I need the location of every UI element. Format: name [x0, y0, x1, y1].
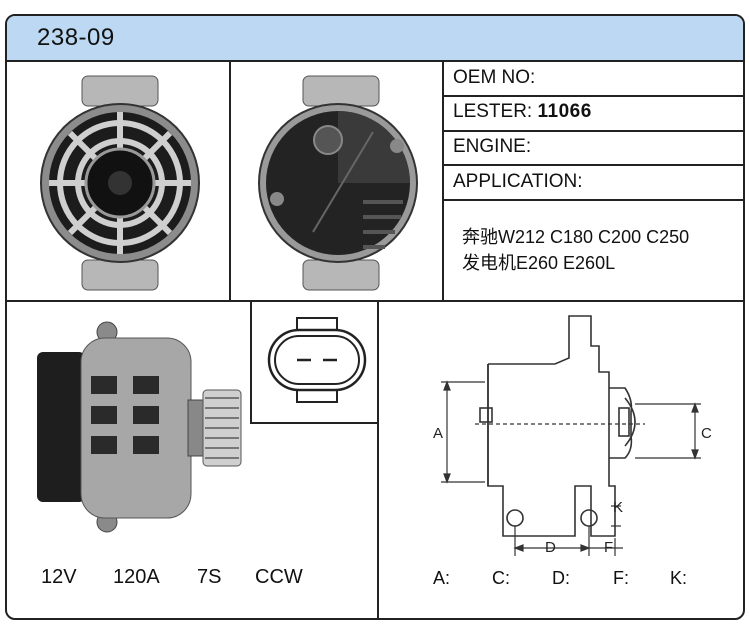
spec-rotation: CCW [255, 566, 303, 588]
alternator-front-view-image [40, 75, 200, 291]
part-number-title: 238-09 [37, 24, 115, 51]
lester-value: 11066 [537, 101, 592, 122]
dimension-f: F: [613, 568, 629, 588]
lester-label: LESTER: [453, 101, 533, 122]
dimension-k: K: [670, 568, 688, 588]
dimension-label-a: A [433, 425, 443, 442]
divider [442, 62, 444, 302]
divider [442, 130, 743, 132]
lester-row: LESTER: 11066 [453, 101, 592, 123]
spec-amperage: 120A [113, 566, 160, 588]
divider [250, 422, 379, 424]
divider [229, 62, 231, 302]
application-line-2: 发电机E260 E260L [462, 253, 616, 273]
divider [250, 300, 252, 424]
dimension-drawing: A C D F K [433, 315, 712, 556]
spec-pulley: 7S [197, 566, 222, 588]
dimension-label-c: C [701, 425, 712, 442]
divider [377, 300, 379, 618]
dimension-a: A: [433, 568, 451, 588]
connector-plug-icon [267, 317, 367, 403]
dimension-label-k: K [613, 499, 623, 516]
alternator-rear-view-image [258, 75, 418, 291]
dimension-d: D: [552, 568, 570, 588]
spec-voltage: 12V [41, 566, 77, 588]
divider [442, 199, 743, 201]
dimension-label-d: D [545, 539, 556, 556]
product-spec-sheet: 238-09 OEM NO: LESTER: 11066 ENGINE: APP… [5, 14, 745, 620]
dimension-label-f: F [604, 539, 613, 556]
engine-label: ENGINE: [453, 136, 532, 157]
dimension-c: C: [492, 568, 510, 588]
divider [7, 300, 743, 302]
application-label: APPLICATION: [453, 171, 583, 192]
application-line-1: 奔驰W212 C180 C200 C250 [462, 227, 690, 247]
divider [442, 95, 743, 97]
header-bar: 238-09 [7, 16, 743, 62]
divider [442, 164, 743, 166]
alternator-side-view-image [37, 321, 242, 533]
oem-number-label: OEM NO: [453, 67, 536, 88]
